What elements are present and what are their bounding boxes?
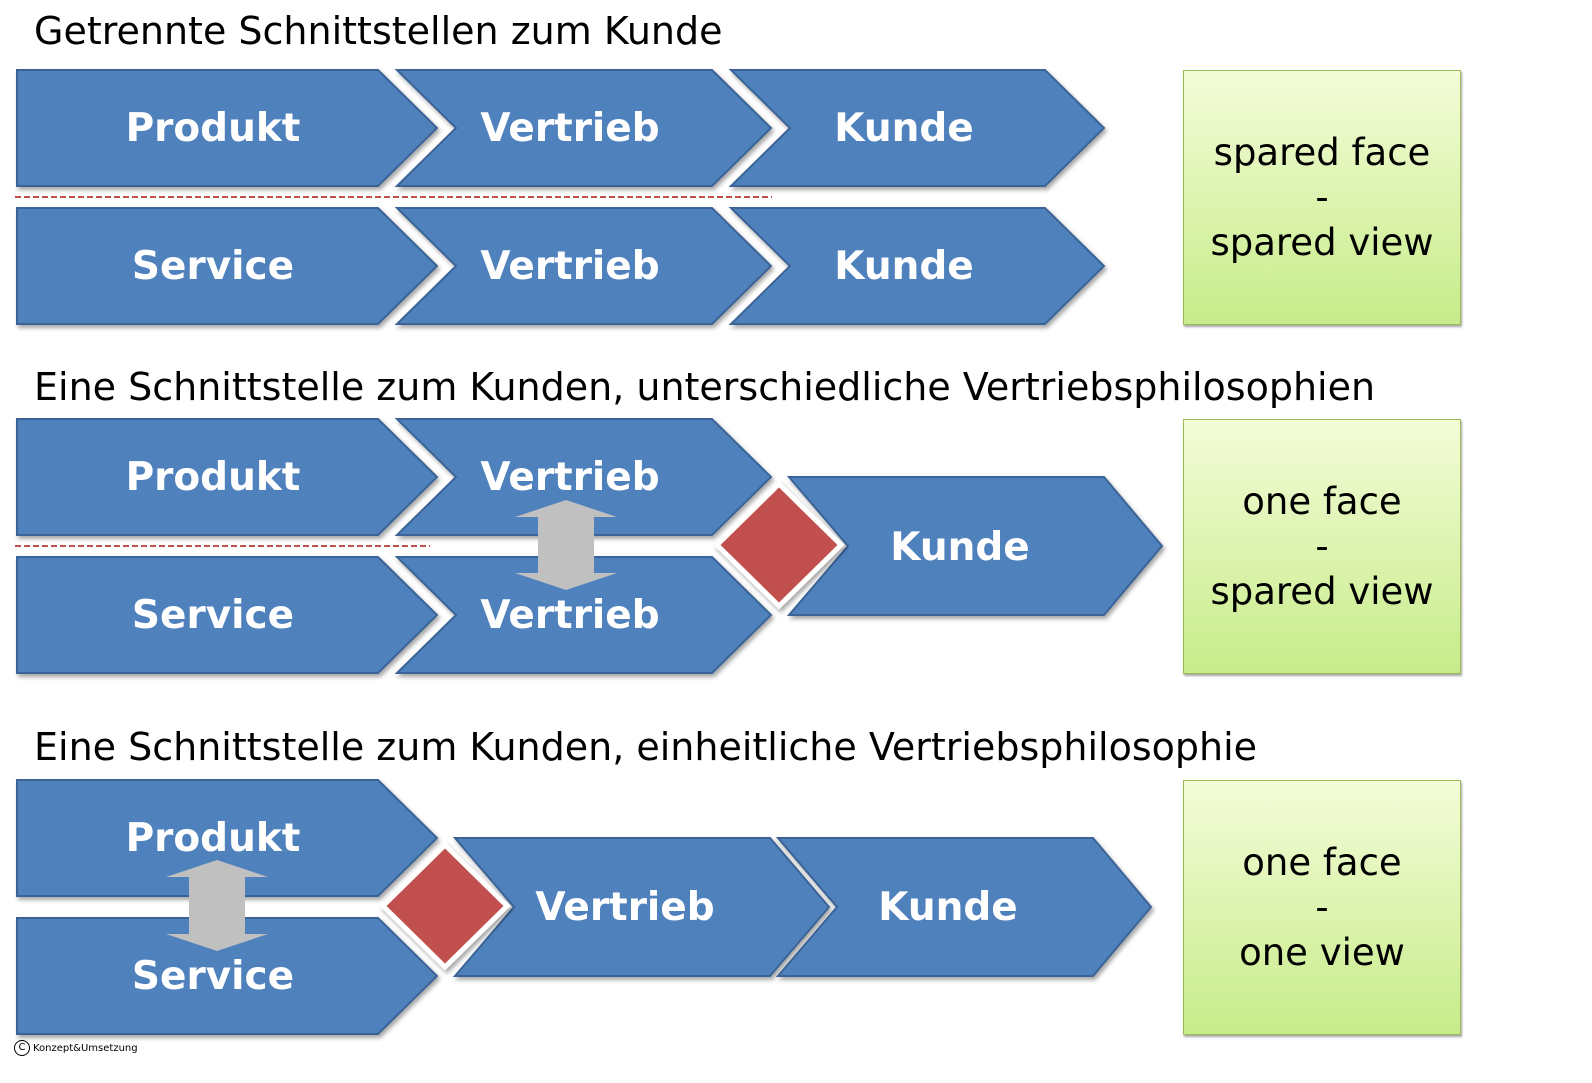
copyright-icon: C	[14, 1040, 30, 1056]
label-vertrieb: Vertrieb	[480, 593, 659, 638]
label-service: Service	[132, 244, 294, 289]
section1-title: Getrennte Schnittstellen zum Kunde	[34, 9, 723, 53]
copyright-text: Konzept&Umsetzung	[33, 1042, 138, 1054]
box-separator: -	[1315, 525, 1329, 568]
box-line2: spared view	[1210, 221, 1434, 264]
label-service: Service	[132, 954, 294, 999]
result-box-1: spared face - spared view	[1183, 70, 1461, 325]
decision-diamond-3	[379, 841, 511, 971]
label-service: Service	[132, 593, 294, 638]
chevron-vertrieb-2b	[394, 556, 773, 674]
label-kunde: Kunde	[834, 106, 973, 151]
chevron-kunde-2	[786, 476, 1164, 616]
label-vertrieb: Vertrieb	[480, 244, 659, 289]
chevron-kunde-1a	[728, 69, 1106, 187]
result-box-3: one face - one view	[1183, 780, 1461, 1035]
box-line2: one view	[1239, 931, 1405, 974]
label-produkt: Produkt	[126, 106, 301, 151]
chevron-produkt-3	[16, 779, 439, 897]
chevron-vertrieb-1b	[394, 207, 773, 325]
chevron-vertrieb-3	[452, 837, 831, 977]
copyright-footer: C Konzept&Umsetzung	[14, 1040, 138, 1056]
chevron-kunde-1b	[728, 207, 1106, 325]
box-line1: spared face	[1213, 131, 1431, 174]
double-arrow-vertical-3	[166, 860, 268, 951]
box-line1: one face	[1242, 841, 1402, 884]
label-kunde: Kunde	[878, 885, 1017, 930]
chevron-kunde-3	[775, 837, 1153, 977]
chevron-produkt-1	[16, 69, 439, 187]
label-vertrieb: Vertrieb	[535, 885, 714, 930]
chevron-vertrieb-2a	[394, 418, 773, 536]
box-line2: spared view	[1210, 570, 1434, 613]
label-produkt: Produkt	[126, 816, 301, 861]
box-separator: -	[1315, 886, 1329, 929]
decision-diamond-2	[713, 480, 845, 610]
box-line1: one face	[1242, 480, 1402, 523]
section2-title: Eine Schnittstelle zum Kunden, unterschi…	[34, 365, 1376, 409]
label-vertrieb: Vertrieb	[480, 455, 659, 500]
chevron-service-2	[16, 556, 439, 674]
chevron-service-1	[16, 207, 439, 325]
box-separator: -	[1315, 176, 1329, 219]
chevron-vertrieb-1a	[394, 69, 773, 187]
section3-title: Eine Schnittstelle zum Kunden, einheitli…	[34, 725, 1258, 769]
label-kunde: Kunde	[834, 244, 973, 289]
label-produkt: Produkt	[126, 455, 301, 500]
chevron-produkt-2	[16, 418, 439, 536]
chevron-service-3	[16, 917, 439, 1035]
double-arrow-vertical-2	[515, 500, 617, 590]
label-kunde: Kunde	[890, 525, 1029, 570]
result-box-2: one face - spared view	[1183, 419, 1461, 674]
label-vertrieb: Vertrieb	[480, 106, 659, 151]
